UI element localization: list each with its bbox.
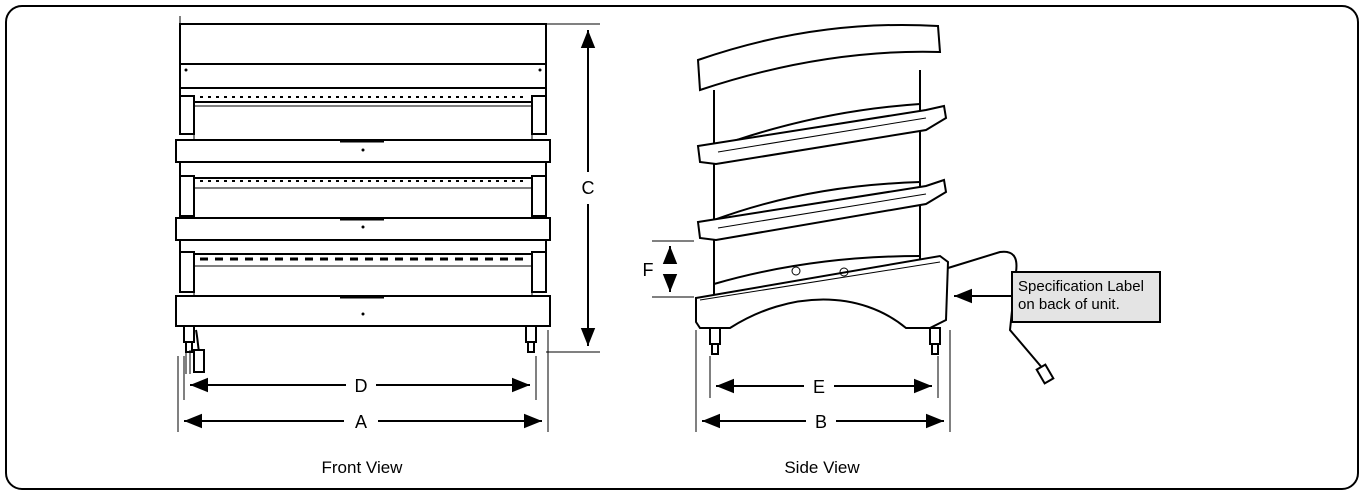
specification-label-callout: [1011, 271, 1161, 323]
side-view-drawing: [695, 23, 1055, 385]
dimension-label-e: E: [813, 377, 825, 397]
callout-line-1: Specification Label: [1018, 278, 1144, 295]
dimension-label-a: A: [355, 412, 367, 432]
front-view-drawing: [175, 23, 551, 374]
outer-frame: [5, 5, 1359, 490]
dimension-label-f: F: [643, 260, 654, 280]
callout-line-2: on back of unit.: [1018, 296, 1120, 313]
caption-front-view: Front View: [322, 458, 404, 477]
caption-side-view: Side View: [784, 458, 860, 477]
dimension-label-d: D: [355, 376, 368, 396]
dimension-label-c: C: [582, 178, 595, 198]
side-dimensions: [652, 240, 951, 432]
dimension-label-b: B: [815, 412, 827, 432]
front-dimensions: [177, 16, 600, 432]
